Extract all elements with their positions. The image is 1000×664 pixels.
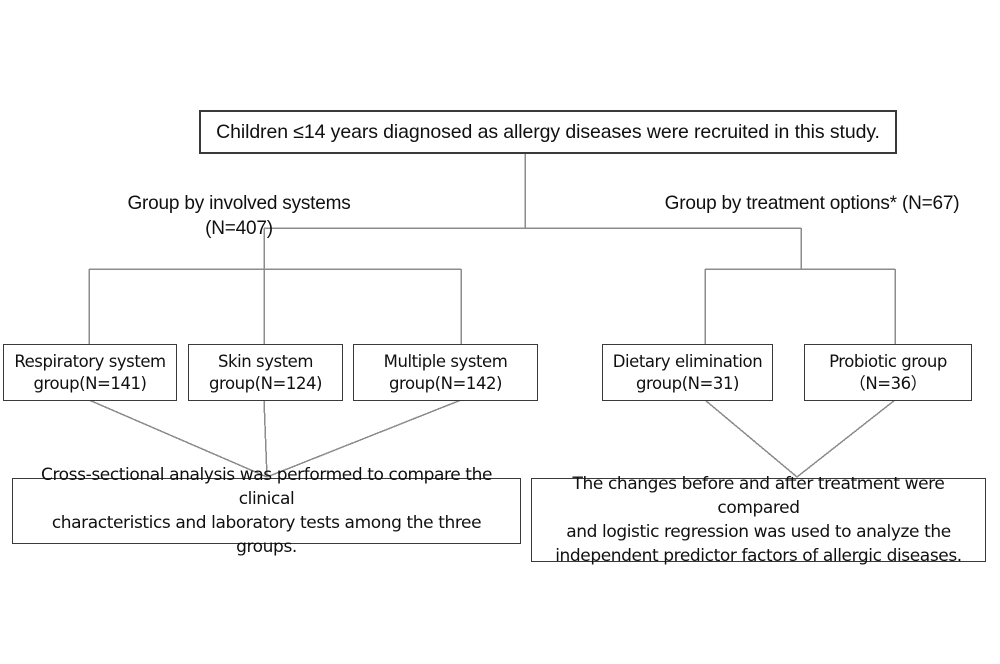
node-root-label: Children ≤14 years diagnosed as allergy …	[216, 120, 880, 143]
node-respiratory-system-group: Respiratory system group(N=141)	[3, 344, 177, 401]
node-dietary-label: Dietary elimination group(N=31)	[612, 352, 763, 393]
node-skin-system-group: Skin system group(N=124)	[188, 344, 343, 401]
caption-group-by-treatment-options: Group by treatment options* (N=67)	[664, 193, 960, 214]
node-dietary-elimination-group: Dietary elimination group(N=31)	[602, 344, 773, 401]
connector-skin-to-summary	[263, 399, 268, 478]
node-multiple-system-group: Multiple system group(N=142)	[353, 344, 538, 401]
node-summary-treatment-change: The changes before and after treatment w…	[531, 474, 986, 566]
node-summary-right-label: The changes before and after treatment w…	[555, 473, 962, 567]
caption-group-by-involved-systems: Group by involved systems (N=407)	[127, 193, 351, 239]
node-skin-label: Skin system group(N=124)	[208, 352, 323, 393]
connector-respiratory-to-summary	[88, 399, 268, 478]
connector-multiple-to-summary	[266, 399, 462, 478]
node-summary-cross-sectional: Cross-sectional analysis was performed t…	[12, 465, 521, 557]
node-probiotic-label: Probiotic group （N=36）	[829, 352, 947, 393]
connector-dietary-to-summary	[704, 399, 798, 478]
node-summary-left-label: Cross-sectional analysis was performed t…	[40, 464, 492, 558]
node-root-recruitment: Children ≤14 years diagnosed as allergy …	[199, 110, 897, 154]
connector-probiotic-to-summary	[796, 399, 896, 478]
node-probiotic-group: Probiotic group （N=36）	[804, 344, 972, 401]
node-multiple-label: Multiple system group(N=142)	[383, 352, 508, 393]
node-respiratory-label: Respiratory system group(N=141)	[14, 352, 166, 393]
